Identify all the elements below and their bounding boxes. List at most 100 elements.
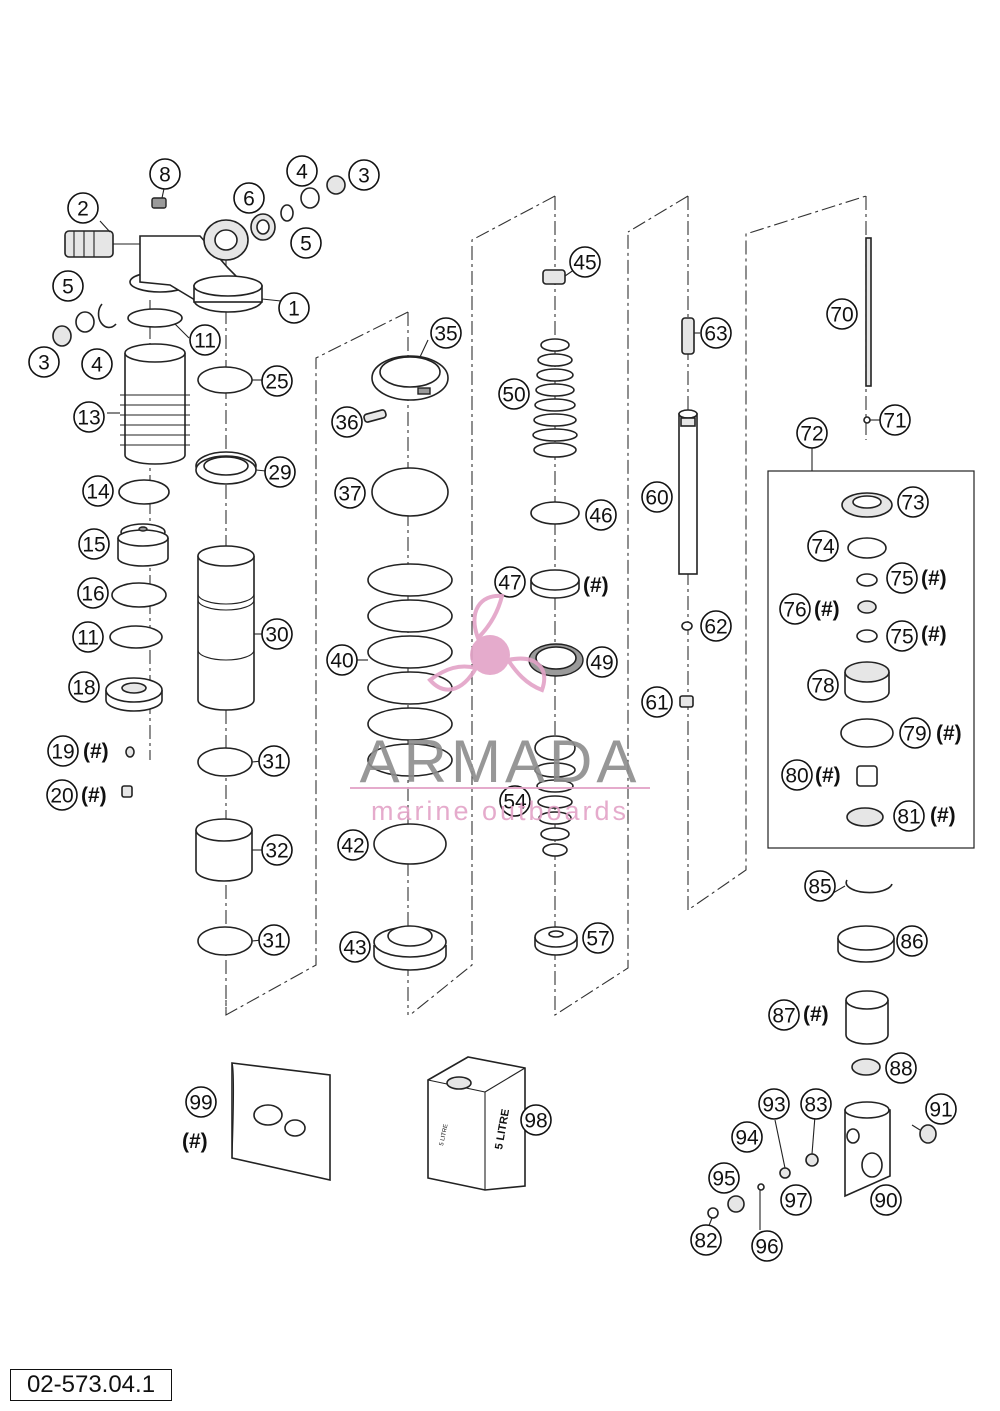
callout-number: 76 <box>783 599 806 622</box>
callout-circle <box>82 475 114 507</box>
hash-mark-76: (#) <box>814 598 840 621</box>
callout-number: 11 <box>194 330 216 353</box>
part-75-shim-upper <box>856 573 878 587</box>
callout-circle <box>796 417 828 449</box>
callout-number: 60 <box>645 487 668 510</box>
part-62-washer <box>681 621 693 631</box>
callout-73: 73 <box>897 486 929 518</box>
callout-circle <box>780 1184 812 1216</box>
callout-number: 37 <box>338 483 361 506</box>
callout-number: 80 <box>785 765 808 788</box>
part-4-washer-upper <box>300 187 320 209</box>
callout-circle <box>751 1230 783 1262</box>
callout-18: 18 <box>68 671 100 703</box>
part-19-valve <box>125 746 135 758</box>
callout-circle <box>826 298 858 330</box>
callout-76: 76 <box>779 593 811 625</box>
callout-number: 3 <box>38 352 50 375</box>
callout-number: 91 <box>929 1099 952 1122</box>
callout-87: 87 <box>768 999 800 1031</box>
callout-number: 15 <box>82 534 105 557</box>
hash-mark-47: (#) <box>583 574 609 597</box>
callout-number: 57 <box>586 928 609 951</box>
callout-14: 14 <box>82 475 114 507</box>
callout-circle <box>768 999 800 1031</box>
callout-25: 25 <box>261 365 293 397</box>
callout-95: 95 <box>708 1162 740 1194</box>
part-1-housing <box>129 197 263 313</box>
callout-78: 78 <box>807 669 839 701</box>
hash-mark-75b: (#) <box>921 623 947 646</box>
part-80-spacer <box>856 765 878 787</box>
callout-number: 97 <box>784 1190 807 1213</box>
part-45-nut <box>542 269 566 285</box>
callout-number: 54 <box>503 791 527 814</box>
part-57-cup <box>534 926 578 956</box>
callout-circle <box>258 924 290 956</box>
part-76-oring <box>857 600 877 614</box>
callout-circle <box>348 159 380 191</box>
callout-number: 42 <box>341 835 364 858</box>
callout-37: 37 <box>334 477 366 509</box>
part-98-oil-can: 5 LITRE 5 LITRE <box>427 1056 526 1191</box>
part-42-washer <box>373 823 447 865</box>
part-4-washer-lower <box>75 311 95 333</box>
callout-circle <box>879 404 911 436</box>
callout-number: 31 <box>262 930 285 953</box>
callout-16: 16 <box>77 577 109 609</box>
callout-circle <box>731 1121 763 1153</box>
callout-number: 29 <box>268 462 291 485</box>
callout-circle <box>586 646 618 678</box>
part-78-valve-body <box>844 661 890 703</box>
callout-79: 79 <box>899 717 931 749</box>
callout-88: 88 <box>885 1052 917 1084</box>
callout-circle <box>893 800 925 832</box>
left-column-parts <box>52 175 346 798</box>
callout-number: 79 <box>903 723 926 746</box>
callout-number: 19 <box>51 741 74 764</box>
part-3-nut-lower <box>52 325 72 347</box>
callout-circle <box>189 324 221 356</box>
hash-mark-81: (#) <box>930 804 956 827</box>
callout-circle <box>28 346 60 378</box>
callout-number: 47 <box>498 572 521 595</box>
callout-81: 81 <box>893 800 925 832</box>
callout-circle <box>690 1224 722 1256</box>
callout-circle <box>494 566 526 598</box>
part-83-fitting <box>805 1153 819 1167</box>
callout-50: 50 <box>498 378 530 410</box>
callout-circle <box>781 759 813 791</box>
part-54-bumper <box>534 735 576 857</box>
callout-31b: 31 <box>258 924 290 956</box>
callout-20: 20 <box>46 779 78 811</box>
callout-number: 85 <box>808 876 831 899</box>
part-88-nut <box>851 1058 881 1076</box>
callout-number: 8 <box>159 164 171 187</box>
callout-number: 11 <box>77 627 99 650</box>
callout-circle <box>498 378 530 410</box>
callout-number: 4 <box>91 354 103 377</box>
callout-number: 88 <box>889 1058 912 1081</box>
callout-circle <box>47 735 79 767</box>
callout-number: 81 <box>897 806 920 829</box>
spring-column-parts <box>363 355 453 971</box>
callout-98: 98 <box>520 1104 552 1136</box>
callout-86: 86 <box>896 925 928 957</box>
hash-mark-79: (#) <box>936 722 962 745</box>
part-90-eye <box>844 1101 891 1198</box>
callout-number: 45 <box>573 252 596 275</box>
callout-circle <box>261 618 293 650</box>
callout-number: 82 <box>694 1230 717 1253</box>
hash-mark-20: (#) <box>81 784 107 807</box>
part-97-valve <box>779 1167 791 1179</box>
callout-circle <box>800 1088 832 1120</box>
hash-mark-19: (#) <box>83 740 109 763</box>
callout-number: 96 <box>755 1236 778 1259</box>
part-87-seal <box>845 990 889 1045</box>
callout-93: 93 <box>758 1088 790 1120</box>
callout-circle <box>897 486 929 518</box>
callout-80: 80 <box>781 759 813 791</box>
callout-number: 6 <box>243 188 255 211</box>
part-61-nut <box>679 695 694 708</box>
callout-8: 8 <box>149 158 181 190</box>
